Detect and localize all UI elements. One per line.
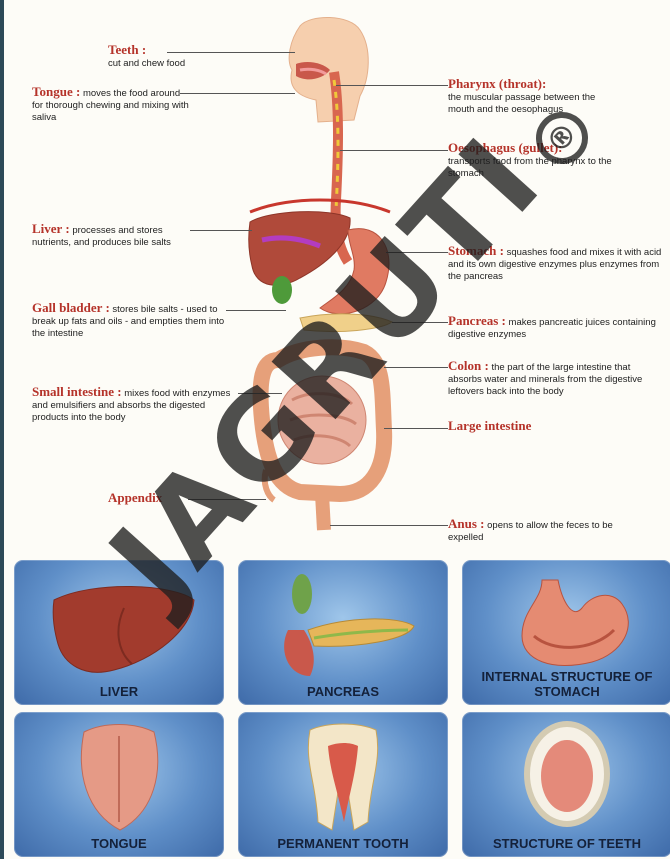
diaphragm	[250, 200, 390, 212]
oesophagus-leader	[340, 150, 448, 151]
anus-leader	[330, 525, 448, 526]
stomach-leader	[386, 252, 448, 253]
anus-term: Anus :	[448, 516, 485, 531]
panel-tongue: TONGUE	[14, 712, 224, 857]
gall-bladder-label: Gall bladder : stores bile salts - used …	[32, 302, 232, 340]
panel-caption: STRUCTURE OF TEETH	[462, 836, 670, 851]
gall-bladder-shape	[272, 276, 292, 304]
panel-teeth: STRUCTURE OF TEETH	[462, 712, 670, 857]
stomach-term: Stomach :	[448, 243, 504, 258]
pancreas-term: Pancreas :	[448, 313, 506, 328]
liver-shape	[249, 212, 350, 286]
large-intestine-term: Large intestine	[448, 418, 531, 433]
small-intestine-term: Small intestine :	[32, 384, 122, 399]
large-intestine-label: Large intestine	[448, 420, 628, 434]
colon-label: Colon : the part of the large intestine …	[448, 360, 663, 398]
pharynx-label: Pharynx (throat): the muscular passage b…	[448, 78, 618, 116]
tongue-term: Tongue :	[32, 84, 80, 99]
pharynx-leader	[336, 85, 448, 86]
rectum-shape	[322, 494, 324, 530]
anus-label: Anus : opens to allow the feces to be ex…	[448, 518, 618, 544]
large-intestine-leader	[384, 428, 448, 429]
appendix-label: Appendix	[108, 492, 198, 506]
panel-caption: PERMANENT TOOTH	[238, 836, 448, 851]
teeth-desc: cut and chew food	[108, 58, 185, 69]
appendix-leader	[188, 499, 266, 500]
panel-caption: TONGUE	[14, 836, 224, 851]
pharynx-desc: the muscular passage between the mouth a…	[448, 92, 595, 115]
teeth-label: Teeth : cut and chew food	[108, 44, 288, 70]
teeth-term: Teeth :	[108, 42, 146, 57]
liver-term: Liver :	[32, 221, 70, 236]
stomach-label: Stomach : squashes food and mixes it wit…	[448, 245, 663, 283]
liver-leader	[190, 230, 252, 231]
oesophagus-label: Oesophagus (gullet): transports food fro…	[448, 142, 618, 180]
colon-leader	[384, 367, 448, 368]
tongue-leader	[180, 93, 295, 94]
pancreas-shape	[300, 314, 392, 332]
tongue-label: Tongue : moves the food around for thoro…	[32, 86, 192, 124]
oesophagus-desc: transports food from the pharynx to the …	[448, 156, 612, 179]
gall-bladder-term: Gall bladder :	[32, 300, 110, 315]
panel-caption: INTERNAL STRUCTURE OF STOMACH	[462, 669, 670, 699]
panel-liver: LIVER	[14, 560, 224, 705]
liver-label: Liver : processes and stores nutrients, …	[32, 223, 197, 249]
panel-pancreas: PANCREAS	[238, 560, 448, 705]
panel-tooth: PERMANENT TOOTH	[238, 712, 448, 857]
pancreas-leader	[392, 322, 448, 323]
panel-stomach: INTERNAL STRUCTURE OF STOMACH	[462, 560, 670, 705]
pancreas-label: Pancreas : makes pancreatic juices conta…	[448, 315, 663, 341]
pharynx-term: Pharynx (throat):	[448, 76, 546, 91]
appendix-term: Appendix	[108, 490, 162, 505]
panel-caption: LIVER	[14, 684, 224, 699]
gall-bladder-leader	[226, 310, 286, 311]
colon-term: Colon :	[448, 358, 489, 373]
panel-caption: PANCREAS	[238, 684, 448, 699]
small-intestine-leader	[238, 393, 282, 394]
small-intestine-label: Small intestine : mixes food with enzyme…	[32, 386, 242, 424]
